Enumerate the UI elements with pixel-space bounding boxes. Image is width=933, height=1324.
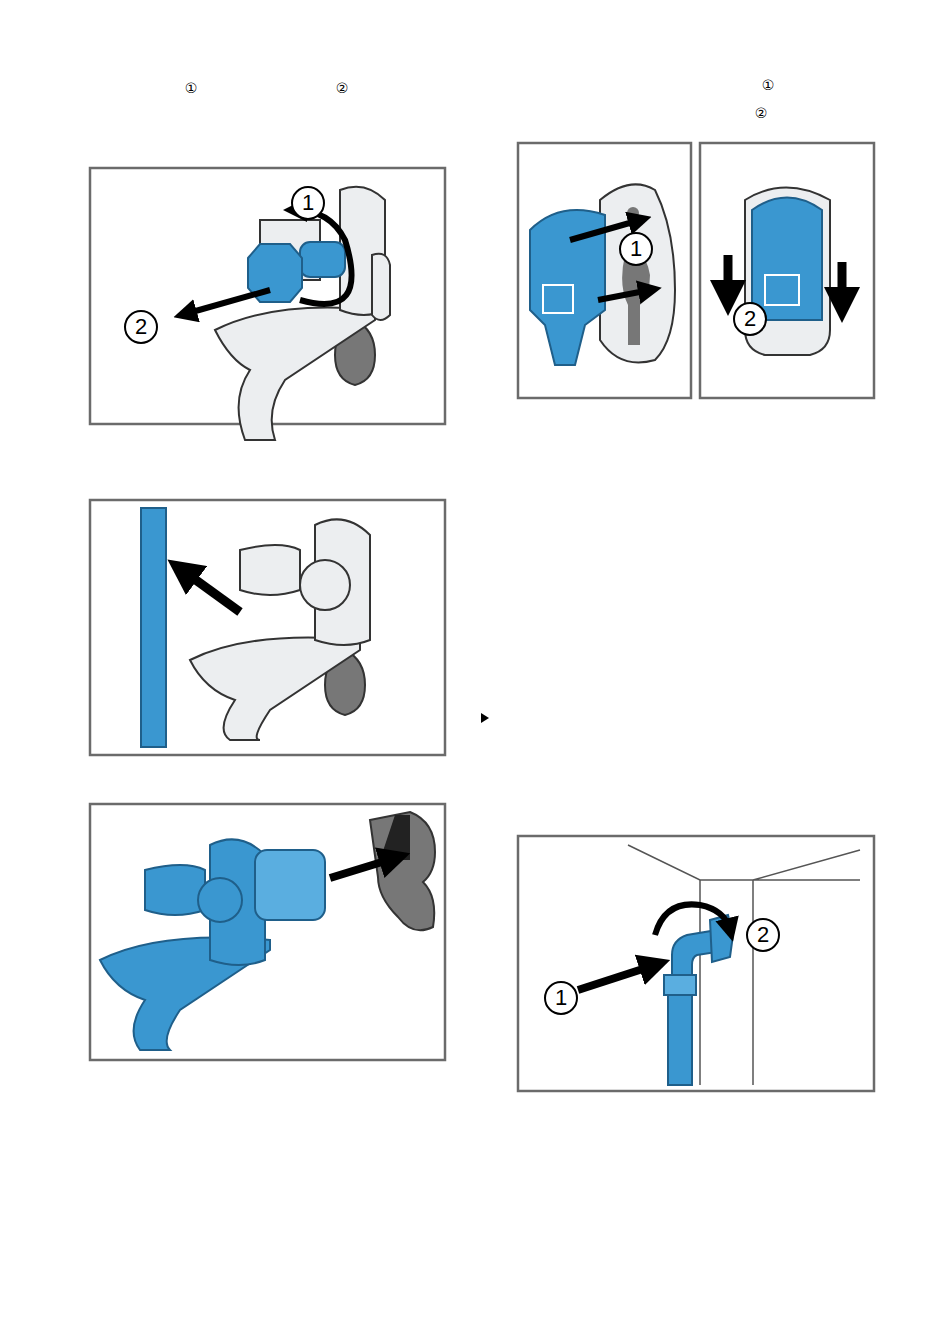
callout-number: ① <box>762 78 775 92</box>
callout-number: 1 <box>555 987 567 1009</box>
clip-slide-down <box>728 188 842 356</box>
callout-number: ① <box>185 81 198 95</box>
callout-number: 1 <box>630 238 642 260</box>
callout-number: 2 <box>744 308 756 330</box>
blue-bracket-to-keyhole <box>100 812 435 1050</box>
bracket-with-bolt <box>125 187 390 440</box>
callout-number: 1 <box>302 192 314 214</box>
callout-number: ② <box>755 106 768 120</box>
callout-number: 2 <box>757 924 769 946</box>
callout-number: ② <box>336 81 349 95</box>
bullet <box>481 713 489 723</box>
clip-insert <box>530 184 675 365</box>
bracket-to-wall <box>141 508 370 747</box>
callout-number: 2 <box>135 316 147 338</box>
hose-connection <box>545 845 860 1085</box>
